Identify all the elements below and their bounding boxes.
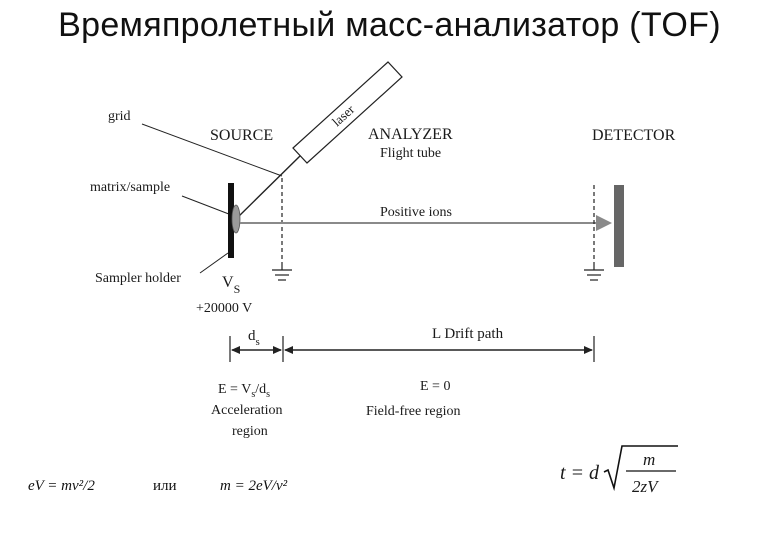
formula-or: или — [153, 478, 177, 494]
laser: laser — [235, 61, 403, 220]
label-e-accel: E = Vs/ds — [218, 382, 270, 400]
ground-icon-grid — [272, 262, 292, 281]
ion-arrowhead — [596, 215, 612, 231]
formula-energy: eV = mv²/2 — [28, 478, 95, 494]
label-ds: ds — [248, 328, 260, 348]
label-drift-path: L Drift path — [432, 326, 504, 342]
ds-arrow-left — [231, 346, 240, 354]
label-matrix-sample: matrix/sample — [90, 180, 170, 195]
grid-leader-line — [141, 123, 283, 177]
detector-plate — [614, 185, 624, 267]
label-e-zero: E = 0 — [420, 379, 450, 394]
formula-time-num: m — [643, 450, 655, 469]
formula-time-lhs: t = d — [560, 462, 600, 484]
label-source: SOURCE — [210, 127, 273, 144]
label-vs: VS — [222, 274, 240, 296]
holder-leader-line — [199, 252, 229, 274]
label-acceleration: Acceleration — [211, 403, 283, 418]
formula-time-den: 2zV — [632, 477, 660, 496]
drift-arrow-left — [284, 346, 293, 354]
ground-icon-detector — [584, 262, 604, 281]
matrix-sample — [231, 204, 241, 234]
label-grid: grid — [108, 109, 131, 124]
label-voltage: +20000 V — [196, 301, 252, 316]
label-positive-ions: Positive ions — [380, 205, 452, 220]
drift-arrow-right — [584, 346, 593, 354]
ds-arrow-right — [273, 346, 282, 354]
label-region: region — [232, 424, 268, 439]
matrix-leader-line — [181, 195, 235, 217]
formula-time: t = d m 2zV — [560, 440, 700, 504]
label-detector: DETECTOR — [592, 127, 676, 144]
laser-beam — [235, 155, 301, 220]
sample-holder-plate — [228, 183, 234, 258]
formula-mass: m = 2eV/v² — [220, 478, 288, 494]
label-field-free: Field-free region — [366, 404, 460, 419]
slide-title: Времяпролетный масс-анализатор (TOF) — [58, 6, 721, 44]
formula-time-svg: t = d m 2zV — [560, 445, 678, 496]
label-analyzer: ANALYZER — [368, 126, 453, 143]
sqrt-symbol — [603, 445, 678, 492]
laser-body — [292, 61, 403, 164]
label-sampler-holder: Sampler holder — [95, 271, 181, 286]
label-flight-tube: Flight tube — [380, 146, 441, 161]
